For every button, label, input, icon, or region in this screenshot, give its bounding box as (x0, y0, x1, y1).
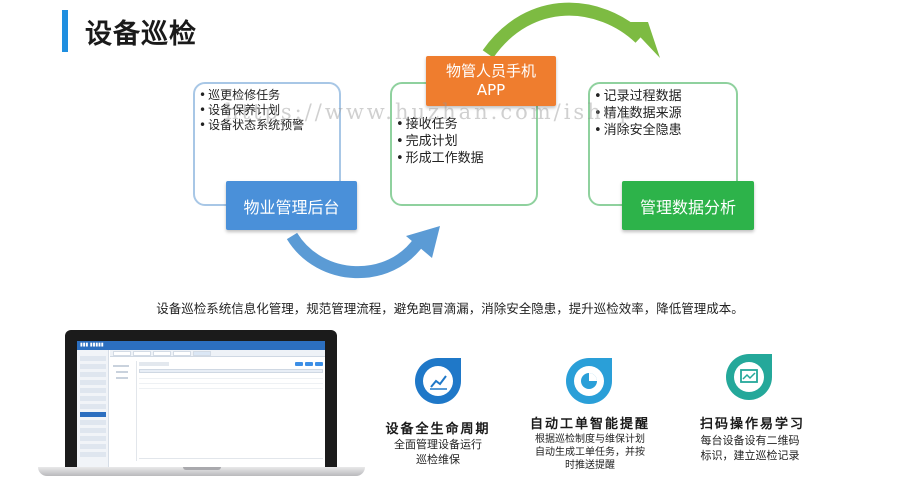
line-chart-icon (415, 358, 461, 404)
sidebar-item[interactable] (80, 404, 106, 409)
tree-node[interactable] (113, 365, 129, 367)
table-row[interactable] (139, 375, 323, 379)
analysis-bullets: 记录过程数据 精准数据来源 消除安全隐患 (594, 88, 682, 139)
sidebar-item[interactable] (80, 372, 106, 377)
sidebar-item[interactable] (80, 380, 106, 385)
feature-desc-line: 根据巡检制度与维保计划 (535, 434, 645, 445)
app-header: ▮▮▮ ▮▮▮▮▮ (77, 341, 325, 350)
app-sidebar (77, 350, 109, 467)
title-accent-bar (62, 10, 68, 52)
feature-desc-line: 每台设备设有二维码 (700, 434, 800, 447)
app-tab-active[interactable] (193, 351, 211, 356)
blue-arrow-head (406, 226, 440, 258)
sidebar-item-active[interactable] (80, 412, 106, 417)
grid-button[interactable] (315, 362, 323, 366)
app-logo: ▮▮▮ ▮▮▮▮▮ (80, 342, 104, 348)
app-tag-line1: 物管人员手机 (445, 62, 536, 80)
bullet-item: 完成计划 (396, 133, 484, 150)
summary-text: 设备巡检系统信息化管理，规范管理流程，避免跑冒滴漏，消除安全隐患，提升巡检效率，… (156, 301, 744, 316)
tree-node[interactable] (116, 371, 128, 373)
blue-curved-arrow (286, 232, 425, 279)
bullet-item: 精准数据来源 (594, 105, 682, 122)
monitor-icon (726, 354, 772, 400)
grid-button[interactable] (305, 362, 313, 366)
bullet-item: 记录过程数据 (594, 88, 682, 105)
sidebar-item[interactable] (80, 364, 106, 369)
feature-desc-line: 标识，建立巡检记录 (700, 449, 800, 462)
bullet-item: 设备状态系统预警 (199, 118, 304, 133)
laptop-base (38, 467, 365, 476)
table-row[interactable] (139, 385, 323, 389)
analysis-tag: 管理数据分析 (622, 181, 754, 230)
sidebar-item[interactable] (80, 436, 106, 441)
app-tag: 物管人员手机 APP (426, 56, 556, 106)
feature-desc-line: 自动生成工单任务，并按 (535, 447, 645, 458)
bullet-item: 形成工作数据 (396, 150, 484, 167)
laptop-notch (183, 467, 221, 470)
sidebar-item[interactable] (80, 444, 106, 449)
backend-bullets: 巡更检修任务 设备保养计划 设备状态系统预警 (199, 88, 304, 133)
feature-desc: 根据巡检制度与维保计划 自动生成工单任务，并按 时推送提醒 (520, 433, 660, 472)
table-row[interactable] (139, 380, 323, 384)
app-tab[interactable] (173, 351, 191, 356)
feature-title: 扫码操作易学习 (700, 417, 806, 432)
bullet-item: 巡更检修任务 (199, 88, 304, 103)
grid-button[interactable] (295, 362, 303, 366)
watermark: https://www.huzhan.com/ishop (225, 100, 636, 124)
app-pager (139, 458, 323, 463)
backend-card: 巡更检修任务 设备保养计划 设备状态系统预警 (193, 82, 341, 206)
sidebar-item[interactable] (80, 420, 106, 425)
tree-node[interactable] (116, 377, 128, 379)
feature-desc-line: 巡检维保 (416, 453, 460, 466)
sidebar-item[interactable] (80, 452, 106, 457)
green-curved-arrow (482, 2, 645, 58)
sidebar-item[interactable] (80, 396, 106, 401)
flow-arrows (286, 2, 660, 279)
grid-header (139, 369, 323, 373)
sidebar-item[interactable] (80, 356, 106, 361)
bullet-item: 设备保养计划 (199, 103, 304, 118)
app-bullets: 接收任务 完成计划 形成工作数据 (396, 116, 484, 167)
sidebar-item[interactable] (80, 388, 106, 393)
app-tab[interactable] (133, 351, 151, 356)
grid-toolbar (139, 362, 169, 366)
pie-chart-icon (566, 358, 612, 404)
green-arrow-head (626, 22, 660, 58)
app-data-grid (139, 361, 323, 461)
backend-tag: 物业管理后台 (226, 181, 357, 230)
sidebar-item[interactable] (80, 428, 106, 433)
feature-desc: 全面管理设备运行 巡检维保 (368, 437, 508, 467)
app-tag-line2: APP (476, 81, 506, 99)
bullet-item: 消除安全隐患 (594, 122, 682, 139)
feature-desc-line: 全面管理设备运行 (394, 438, 482, 451)
app-tab[interactable] (113, 351, 131, 356)
laptop-screen: ▮▮▮ ▮▮▮▮▮ (77, 341, 325, 467)
feature-desc-line: 时推送提醒 (565, 460, 615, 471)
bullet-item: 接收任务 (396, 116, 484, 133)
feature-desc: 每台设备设有二维码 标识，建立巡检记录 (685, 433, 815, 463)
app-tree-panel (111, 361, 137, 461)
feature-title: 设备全生命周期 (385, 422, 491, 437)
feature-title: 自动工单智能提醒 (529, 417, 650, 432)
app-tabbar (110, 350, 325, 357)
page-title: 设备巡检 (85, 19, 197, 50)
app-tab[interactable] (153, 351, 171, 356)
